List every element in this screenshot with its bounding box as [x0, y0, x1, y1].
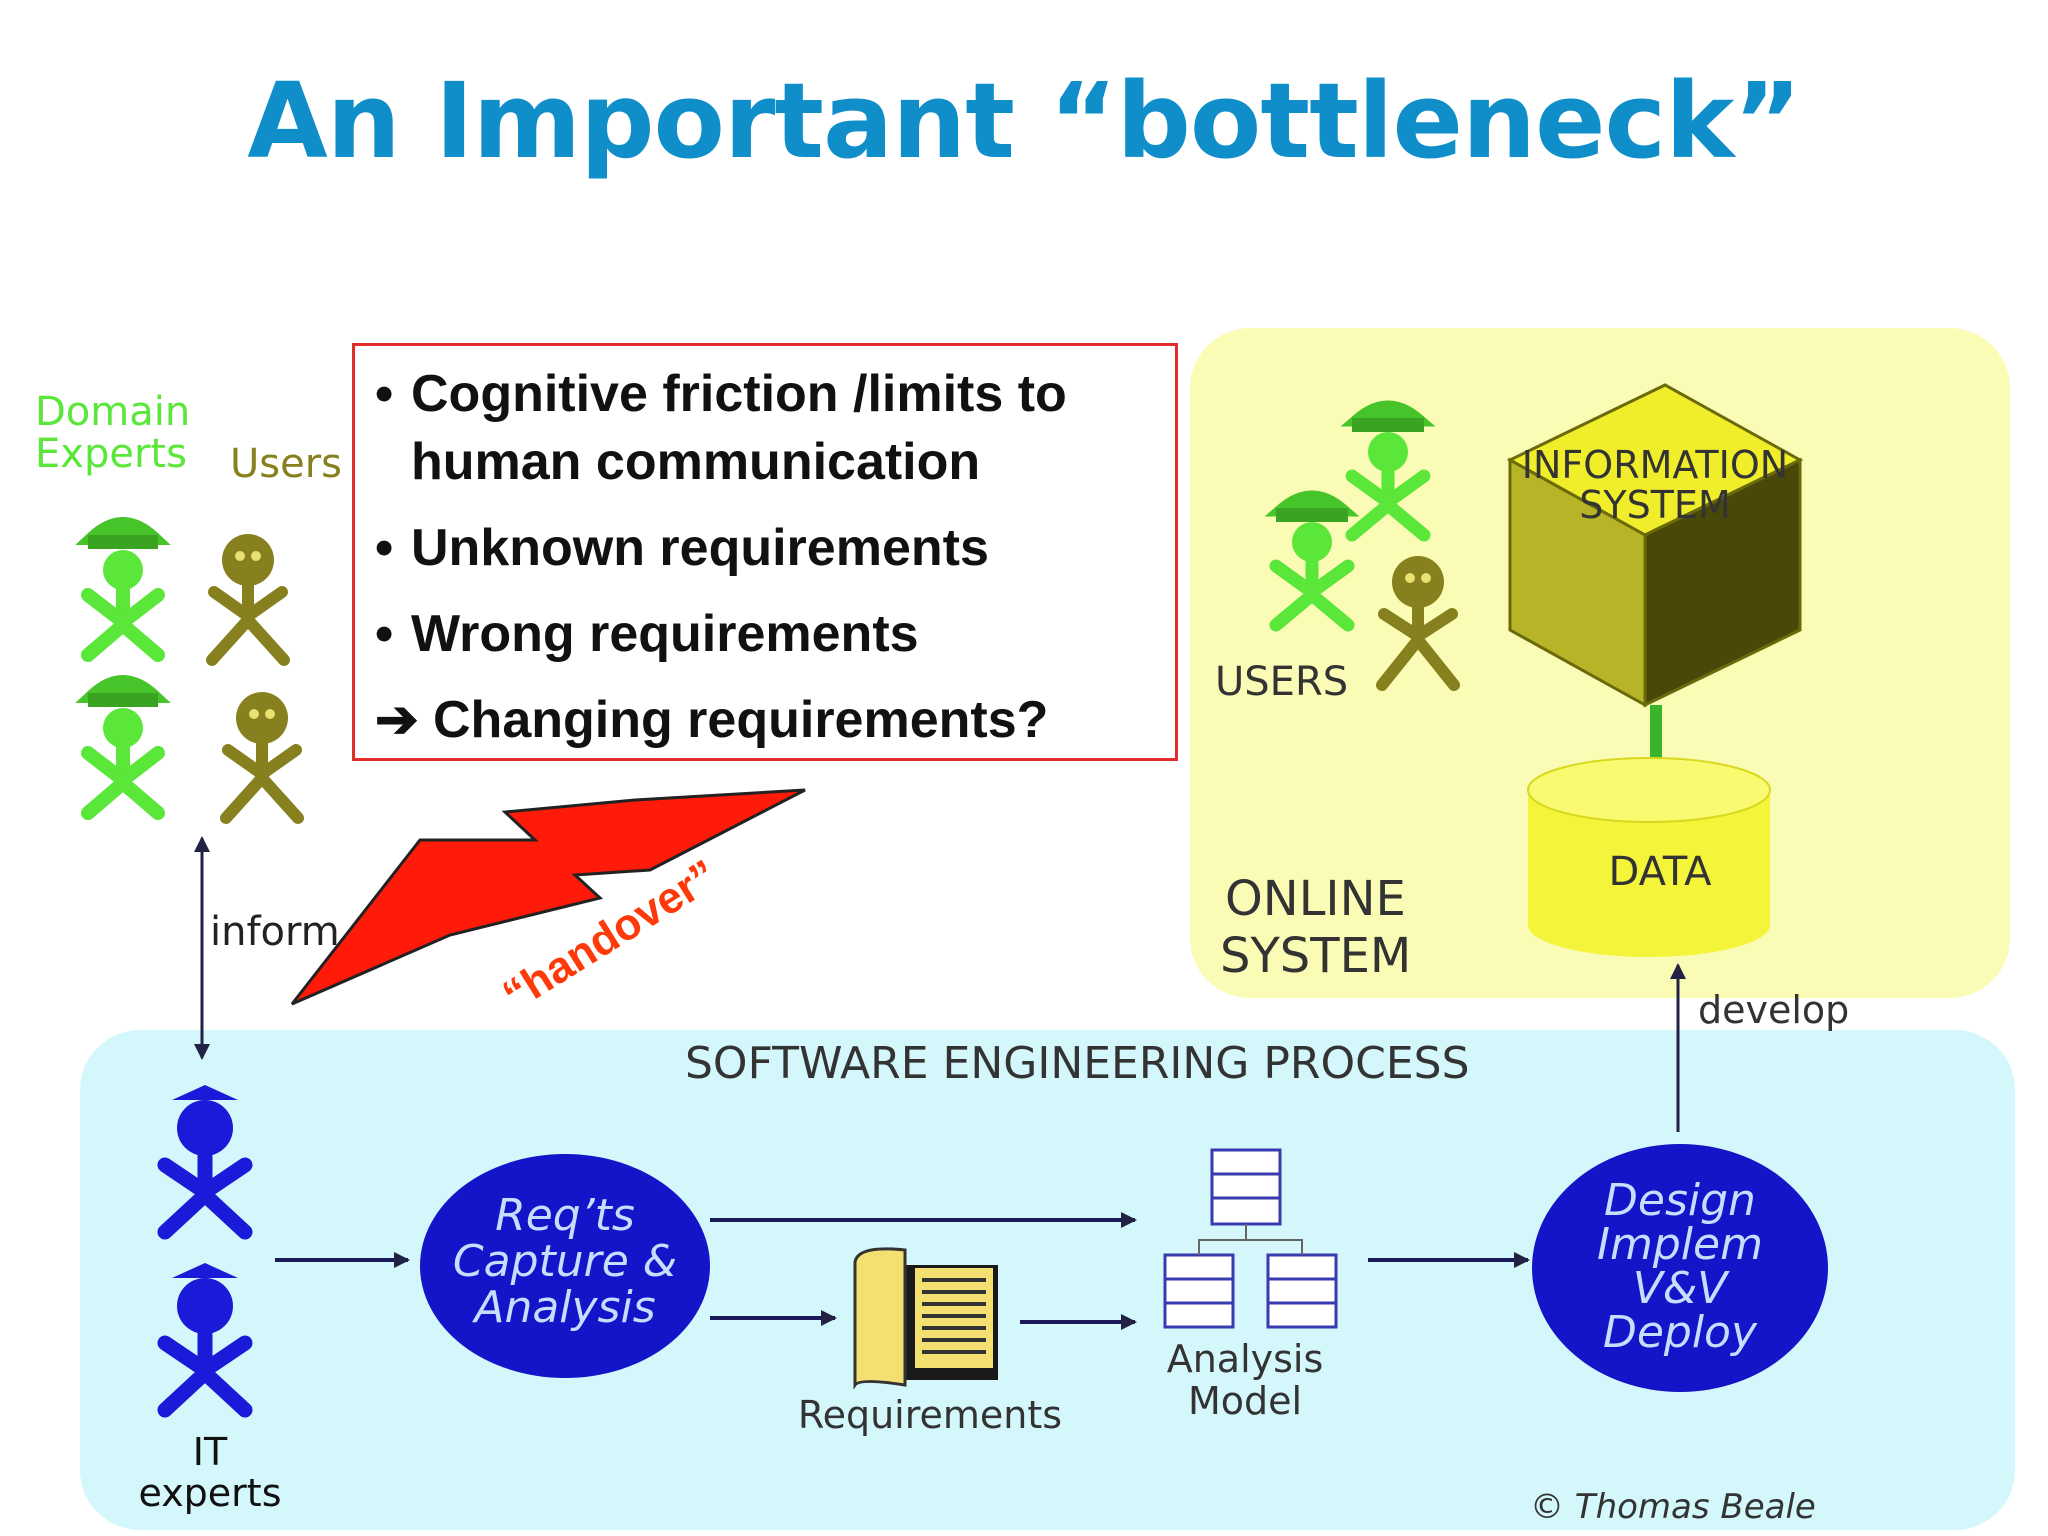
copyright-label: © Thomas Beale — [1530, 1487, 1816, 1527]
bullet-icon: • — [375, 605, 394, 663]
callout-item-text: Cognitive friction /limits to human comm… — [411, 365, 1067, 491]
req-capture-label-3: Analysis — [471, 1282, 655, 1333]
callout-item-cognitive: • Cognitive friction /limits to human com… — [375, 360, 1155, 496]
callout-item-text: Changing requirements? — [433, 691, 1049, 749]
online-system-label-2: SYSTEM — [1220, 928, 1411, 984]
process-label: SOFTWARE ENGINEERING PROCESS — [685, 1038, 1470, 1089]
user-figure-1 — [206, 534, 290, 666]
data-cylinder — [1527, 757, 1771, 957]
information-system-cube — [1506, 383, 1804, 708]
it-expert-figure-2 — [157, 1263, 253, 1418]
online-users-label: USERS — [1215, 659, 1348, 705]
callout-item-text: Unknown requirements — [411, 519, 989, 577]
callout-item-changing: ➔Changing requirements? — [375, 686, 1155, 754]
analysis-model-label-2: Model — [1188, 1379, 1302, 1423]
design-ellipse — [1532, 1144, 1828, 1392]
develop-label: develop — [1698, 988, 1849, 1032]
data-label: DATA — [1608, 849, 1712, 895]
design-label-4: Deploy — [1603, 1307, 1758, 1358]
requirements-document-icon — [853, 1247, 998, 1390]
inform-label: inform — [210, 909, 340, 955]
callout-item-wrong: • Wrong requirements — [375, 600, 1155, 668]
req-capture-ellipse — [420, 1154, 710, 1378]
callout-item-unknown: • Unknown requirements — [375, 514, 1155, 582]
users-label: Users — [230, 441, 342, 487]
callout-item-text: Wrong requirements — [411, 605, 919, 663]
bottleneck-callout: • Cognitive friction /limits to human com… — [352, 343, 1178, 761]
online-user-figure-1 — [1340, 400, 1436, 542]
design-label-2: Implem — [1597, 1219, 1763, 1270]
domain-expert-figure-1 — [75, 517, 171, 662]
information-system-label-2: SYSTEM — [1579, 483, 1730, 527]
design-label-3: V&V — [1633, 1263, 1730, 1314]
online-user-figure-2 — [1264, 490, 1360, 632]
requirements-label: Requirements — [798, 1393, 1062, 1437]
slide-title: An Important “bottleneck” — [247, 60, 1801, 182]
arrow-right-icon: ➔ — [375, 691, 419, 749]
it-expert-figure-1 — [157, 1085, 253, 1240]
it-experts-label: IT — [193, 1430, 228, 1474]
online-system-label: ONLINE — [1225, 871, 1406, 927]
domain-experts-label: Domain — [35, 389, 190, 435]
design-label-1: Design — [1604, 1175, 1756, 1226]
analysis-model-label: Analysis — [1167, 1337, 1324, 1381]
callout-list: • Cognitive friction /limits to human com… — [375, 360, 1155, 754]
domain-expert-figure-2 — [75, 675, 171, 820]
handover-bolt — [290, 788, 806, 1006]
domain-experts-label-2: Experts — [35, 431, 187, 477]
analysis-model-icon — [1163, 1148, 1338, 1329]
bullet-icon: • — [375, 365, 394, 423]
bullet-icon: • — [375, 519, 394, 577]
online-user-figure-3 — [1376, 556, 1460, 691]
information-system-label: INFORMATION — [1522, 443, 1788, 487]
req-capture-label-2: Capture & — [453, 1236, 677, 1287]
user-figure-2 — [220, 692, 304, 824]
it-experts-label-2: experts — [138, 1471, 281, 1515]
req-capture-label-1: Req’ts — [495, 1190, 635, 1241]
